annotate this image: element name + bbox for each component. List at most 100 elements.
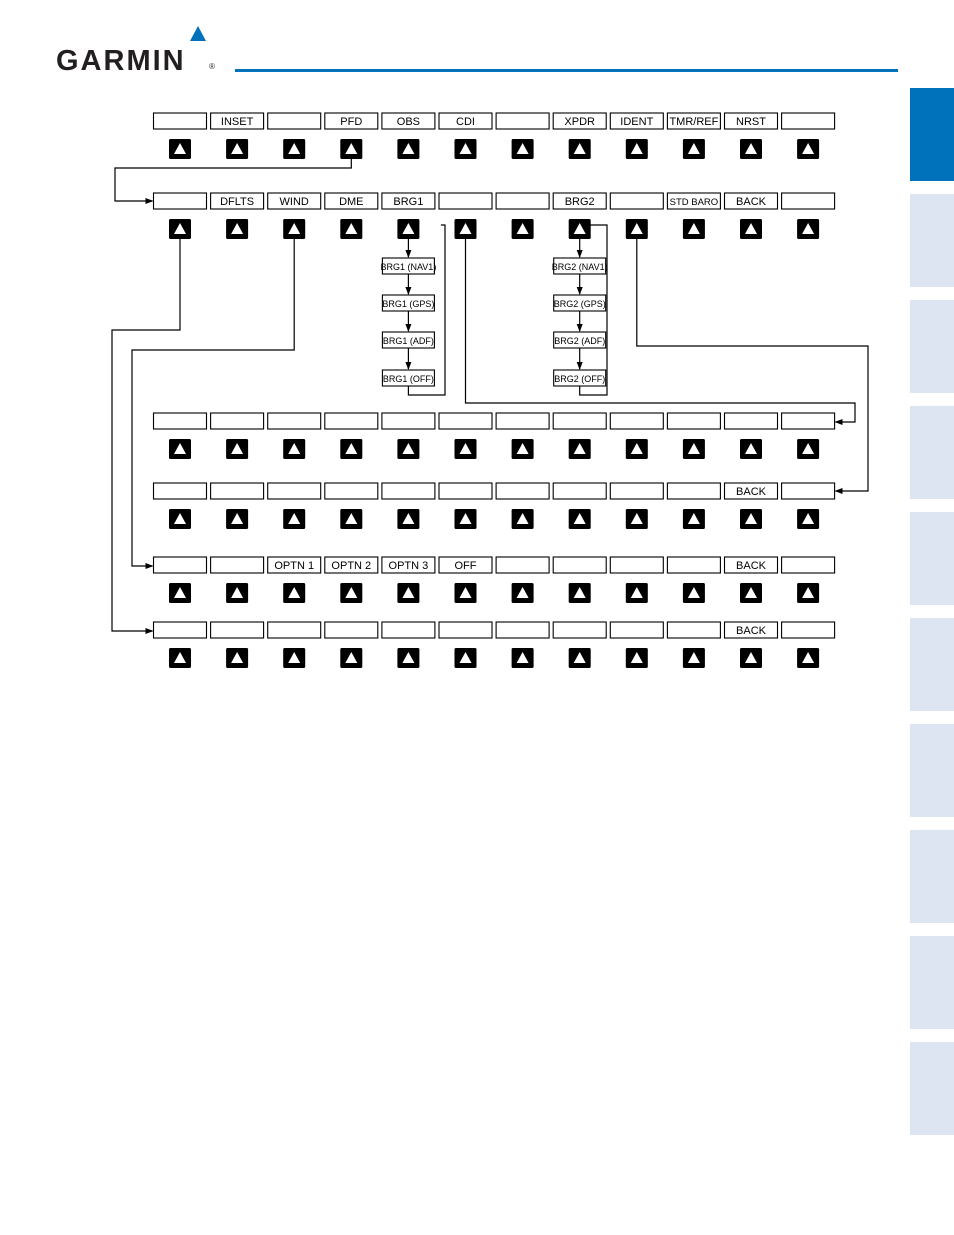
softkey-button-icon[interactable] bbox=[569, 439, 591, 459]
softkey-button-icon[interactable] bbox=[683, 583, 705, 603]
softkey-button-icon[interactable] bbox=[226, 583, 248, 603]
softkey-label-box[interactable] bbox=[782, 622, 835, 638]
softkey-6-1[interactable] bbox=[154, 622, 207, 668]
softkey-button-icon[interactable] bbox=[626, 439, 648, 459]
softkey-button-icon[interactable] bbox=[512, 648, 534, 668]
softkey-label-box[interactable] bbox=[439, 193, 492, 209]
softkey-label-box[interactable] bbox=[782, 413, 835, 429]
softkey-button-icon[interactable] bbox=[169, 509, 191, 529]
softkey-button-icon[interactable] bbox=[340, 583, 362, 603]
softkey-button-icon[interactable] bbox=[397, 648, 419, 668]
softkey-2-9[interactable] bbox=[610, 193, 663, 239]
softkey-button-icon[interactable] bbox=[740, 139, 762, 159]
softkey-5-4[interactable]: OPTN 2 bbox=[325, 557, 378, 603]
softkey-3-10[interactable] bbox=[667, 413, 720, 459]
softkey-label-box[interactable] bbox=[154, 483, 207, 499]
softkey-label-box[interactable] bbox=[667, 622, 720, 638]
softkey-button-icon[interactable] bbox=[797, 583, 819, 603]
softkey-5-1[interactable] bbox=[154, 557, 207, 603]
softkey-6-2[interactable] bbox=[211, 622, 264, 668]
softkey-4-8[interactable] bbox=[553, 483, 606, 529]
softkey-5-10[interactable] bbox=[667, 557, 720, 603]
softkey-button-icon[interactable] bbox=[283, 139, 305, 159]
softkey-label-box[interactable] bbox=[211, 413, 264, 429]
softkey-button-icon[interactable] bbox=[397, 439, 419, 459]
softkey-button-icon[interactable] bbox=[512, 139, 534, 159]
softkey-6-9[interactable] bbox=[610, 622, 663, 668]
softkey-button-icon[interactable] bbox=[797, 439, 819, 459]
softkey-2-10[interactable]: STD BARO bbox=[667, 193, 720, 239]
softkey-6-6[interactable] bbox=[439, 622, 492, 668]
softkey-label-box[interactable] bbox=[553, 413, 606, 429]
softkey-label-box[interactable] bbox=[154, 193, 207, 209]
softkey-label-box[interactable] bbox=[496, 193, 549, 209]
softkey-label-box[interactable] bbox=[325, 622, 378, 638]
softkey-label-box[interactable] bbox=[268, 113, 321, 129]
softkey-button-icon[interactable] bbox=[340, 139, 362, 159]
softkey-1-5[interactable]: OBS bbox=[382, 113, 435, 159]
softkey-label-box[interactable] bbox=[211, 483, 264, 499]
softkey-1-8[interactable]: XPDR bbox=[553, 113, 606, 159]
softkey-label-box[interactable] bbox=[154, 113, 207, 129]
softkey-5-9[interactable] bbox=[610, 557, 663, 603]
softkey-button-icon[interactable] bbox=[169, 219, 191, 239]
softkey-button-icon[interactable] bbox=[283, 509, 305, 529]
softkey-1-10[interactable]: TMR/REF bbox=[667, 113, 720, 159]
softkey-button-icon[interactable] bbox=[626, 648, 648, 668]
softkey-button-icon[interactable] bbox=[740, 219, 762, 239]
softkey-2-8[interactable]: BRG2 bbox=[553, 193, 606, 239]
softkey-label-box[interactable] bbox=[154, 413, 207, 429]
softkey-button-icon[interactable] bbox=[512, 439, 534, 459]
softkey-2-1[interactable] bbox=[154, 193, 207, 239]
softkey-5-6[interactable]: OFF bbox=[439, 557, 492, 603]
softkey-label-box[interactable] bbox=[154, 557, 207, 573]
softkey-label-box[interactable] bbox=[782, 557, 835, 573]
softkey-label-box[interactable] bbox=[496, 483, 549, 499]
softkey-label-box[interactable] bbox=[782, 483, 835, 499]
softkey-button-icon[interactable] bbox=[683, 219, 705, 239]
softkey-button-icon[interactable] bbox=[283, 583, 305, 603]
softkey-button-icon[interactable] bbox=[340, 648, 362, 668]
softkey-1-12[interactable] bbox=[782, 113, 835, 159]
softkey-button-icon[interactable] bbox=[626, 509, 648, 529]
softkey-label-box[interactable] bbox=[496, 113, 549, 129]
softkey-4-5[interactable] bbox=[382, 483, 435, 529]
softkey-6-8[interactable] bbox=[553, 622, 606, 668]
softkey-5-8[interactable] bbox=[553, 557, 606, 603]
softkey-label-box[interactable] bbox=[553, 557, 606, 573]
softkey-button-icon[interactable] bbox=[569, 583, 591, 603]
softkey-button-icon[interactable] bbox=[455, 439, 477, 459]
softkey-button-icon[interactable] bbox=[797, 509, 819, 529]
softkey-1-11[interactable]: NRST bbox=[725, 113, 778, 159]
softkey-button-icon[interactable] bbox=[169, 583, 191, 603]
softkey-4-6[interactable] bbox=[439, 483, 492, 529]
softkey-button-icon[interactable] bbox=[397, 509, 419, 529]
softkey-button-icon[interactable] bbox=[455, 648, 477, 668]
softkey-label-box[interactable] bbox=[725, 413, 778, 429]
softkey-3-1[interactable] bbox=[154, 413, 207, 459]
softkey-label-box[interactable] bbox=[610, 483, 663, 499]
softkey-4-4[interactable] bbox=[325, 483, 378, 529]
softkey-label-box[interactable] bbox=[667, 413, 720, 429]
softkey-label-box[interactable] bbox=[610, 193, 663, 209]
softkey-label-box[interactable] bbox=[382, 622, 435, 638]
softkey-2-11[interactable]: BACK bbox=[725, 193, 778, 239]
softkey-4-3[interactable] bbox=[268, 483, 321, 529]
softkey-4-1[interactable] bbox=[154, 483, 207, 529]
softkey-4-10[interactable] bbox=[667, 483, 720, 529]
softkey-4-9[interactable] bbox=[610, 483, 663, 529]
softkey-2-5[interactable]: BRG1 bbox=[382, 193, 435, 239]
softkey-button-icon[interactable] bbox=[340, 439, 362, 459]
softkey-button-icon[interactable] bbox=[455, 139, 477, 159]
softkey-button-icon[interactable] bbox=[740, 648, 762, 668]
softkey-6-5[interactable] bbox=[382, 622, 435, 668]
softkey-5-3[interactable]: OPTN 1 bbox=[268, 557, 321, 603]
softkey-1-1[interactable] bbox=[154, 113, 207, 159]
softkey-button-icon[interactable] bbox=[683, 648, 705, 668]
softkey-button-icon[interactable] bbox=[455, 583, 477, 603]
softkey-label-box[interactable] bbox=[439, 622, 492, 638]
softkey-label-box[interactable] bbox=[553, 483, 606, 499]
softkey-label-box[interactable] bbox=[782, 113, 835, 129]
softkey-label-box[interactable] bbox=[496, 413, 549, 429]
softkey-button-icon[interactable] bbox=[626, 219, 648, 239]
